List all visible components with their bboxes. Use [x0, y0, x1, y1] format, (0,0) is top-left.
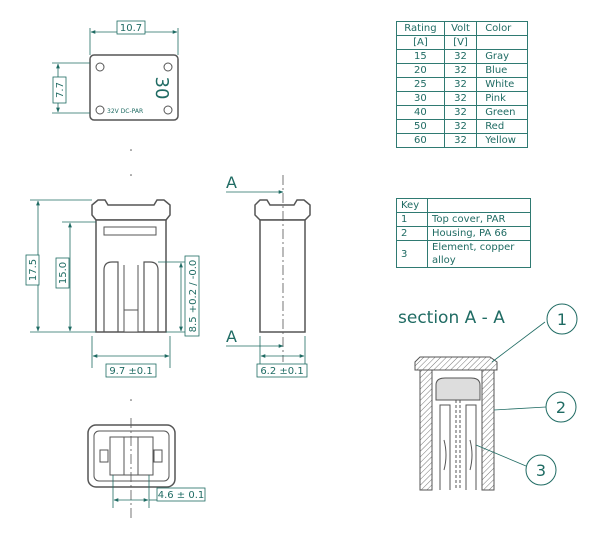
cell: 1: [396, 212, 428, 227]
cell: 15: [396, 49, 445, 64]
cell: 60: [396, 133, 445, 148]
front-height-outer-dim: 17.5: [28, 259, 39, 281]
blade-dim: 8.5 +0.2 / -0.0: [188, 260, 199, 333]
section-label-bottom: A: [226, 327, 237, 346]
cell: 20: [396, 63, 445, 78]
front-view: 17.5 15.0 8.5 +0.2 / -0.0 9.7 ±0.1: [25, 199, 200, 378]
cell: White: [476, 77, 528, 92]
bottom-view: 4.6 ± 0.1: [87, 418, 206, 520]
header-color: Color: [476, 21, 528, 36]
cell: Housing, PA 66: [427, 226, 531, 241]
cell: Pink: [476, 91, 528, 106]
cell: Yellow: [476, 133, 528, 148]
header-volt: Volt: [443, 21, 478, 36]
cell: Top cover, PAR: [427, 212, 531, 227]
cell: Green: [476, 105, 528, 120]
front-width-dim: 9.7 ±0.1: [109, 366, 152, 377]
top-height-dim: 7.7: [55, 82, 66, 98]
key-header-row: Key: [396, 198, 531, 213]
key-header-empty: [427, 198, 531, 213]
cell: 40: [396, 105, 445, 120]
cell: 2: [396, 226, 428, 241]
cell: 32: [443, 105, 478, 120]
unit-volt: [V]: [443, 35, 478, 50]
cell: 30: [396, 91, 445, 106]
cell: 32: [443, 119, 478, 134]
section-title: section A - A: [398, 308, 505, 328]
callout-3: 3: [536, 461, 546, 480]
cell: 25: [396, 77, 445, 92]
cell: 32: [443, 133, 478, 148]
cell: 32: [443, 63, 478, 78]
table-units-row: [A] [V]: [396, 35, 528, 50]
cell: Gray: [476, 49, 528, 64]
section-view: section A - A 1 2 3: [398, 303, 578, 491]
callout-2: 2: [556, 398, 566, 417]
cell: 32: [443, 91, 478, 106]
unit-color: [476, 35, 528, 50]
top-view: 30 32V DC-PAR 10.7 7.7: [52, 20, 179, 121]
cell: 32: [443, 49, 478, 64]
rating-marking: 30: [151, 77, 172, 100]
cell: 50: [396, 119, 445, 134]
header-rating: Rating: [396, 21, 445, 36]
table-header-row: Rating Volt Color: [396, 21, 528, 36]
callout-1: 1: [557, 310, 567, 329]
front-height-inner-dim: 15.0: [58, 262, 69, 284]
cell: Blue: [476, 63, 528, 78]
key-header: Key: [396, 198, 428, 213]
spacing-dim: 4.6 ± 0.1: [158, 490, 205, 501]
top-width-dim: 10.7: [120, 23, 142, 34]
text-marking: 32V DC-PAR: [107, 108, 143, 115]
unit-rating: [A]: [396, 35, 445, 50]
cell: 3: [396, 240, 428, 268]
section-label-top: A: [226, 173, 237, 192]
cell: 32: [443, 77, 478, 92]
cell: Element, copper alloy: [427, 240, 531, 268]
side-width-dim: 6.2 ±0.1: [260, 366, 303, 377]
side-view: A A 6.2 ±0.1: [226, 173, 311, 378]
cell: Red: [476, 119, 528, 134]
